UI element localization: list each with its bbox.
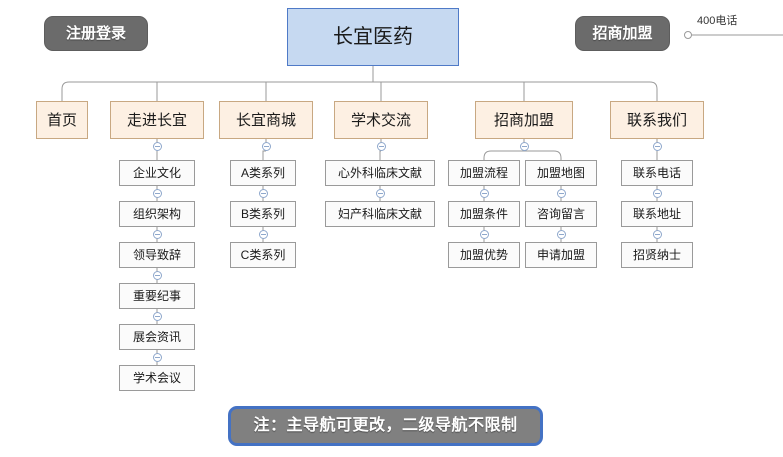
collapse-icon-sub[interactable]	[152, 312, 162, 321]
subnav-item[interactable]: 领导致辞	[119, 242, 195, 268]
root-node[interactable]: 长宜医药	[287, 8, 459, 66]
subnav-item[interactable]: B类系列	[230, 201, 296, 227]
subnav-item[interactable]: 加盟流程	[448, 160, 520, 186]
badge-franchise-badge[interactable]: 招商加盟	[575, 16, 670, 51]
subnav-item[interactable]: 加盟条件	[448, 201, 520, 227]
badge-register-login[interactable]: 注册登录	[44, 16, 148, 51]
collapse-icon-sub[interactable]	[652, 189, 662, 198]
subnav-item[interactable]: 妇产科临床文献	[325, 201, 435, 227]
subnav-item[interactable]: 心外科临床文献	[325, 160, 435, 186]
collapse-icon-sub[interactable]	[479, 230, 489, 239]
nav-contact[interactable]: 联系我们	[610, 101, 704, 139]
subnav-item[interactable]: A类系列	[230, 160, 296, 186]
collapse-icon-sub[interactable]	[258, 230, 268, 239]
nav-mall[interactable]: 长宜商城	[219, 101, 313, 139]
subnav-item[interactable]: 加盟优势	[448, 242, 520, 268]
collapse-icon-about[interactable]	[152, 141, 162, 151]
collapse-icon-sub[interactable]	[152, 230, 162, 239]
collapse-icon-sub[interactable]	[652, 230, 662, 239]
subnav-item[interactable]: 企业文化	[119, 160, 195, 186]
collapse-icon-sub[interactable]	[258, 189, 268, 198]
subnav-item[interactable]: 学术会议	[119, 365, 195, 391]
subnav-item[interactable]: 展会资讯	[119, 324, 195, 350]
collapse-icon-sub[interactable]	[152, 189, 162, 198]
subnav-item[interactable]: C类系列	[230, 242, 296, 268]
collapse-icon-sub[interactable]	[556, 230, 566, 239]
subnav-item[interactable]: 组织架构	[119, 201, 195, 227]
subnav-item[interactable]: 联系地址	[621, 201, 693, 227]
subnav-item[interactable]: 申请加盟	[525, 242, 597, 268]
collapse-icon-mall[interactable]	[261, 141, 271, 151]
nav-about[interactable]: 走进长宜	[110, 101, 204, 139]
subnav-item[interactable]: 加盟地图	[525, 160, 597, 186]
subnav-item[interactable]: 咨询留言	[525, 201, 597, 227]
collapse-icon-sub[interactable]	[556, 189, 566, 198]
collapse-icon-sub[interactable]	[152, 271, 162, 280]
nav-home[interactable]: 首页	[36, 101, 88, 139]
phone-label: 400电话	[697, 15, 738, 27]
collapse-icon-franchise[interactable]	[519, 141, 529, 151]
collapse-icon-sub[interactable]	[152, 353, 162, 362]
subnav-item[interactable]: 联系电话	[621, 160, 693, 186]
subnav-item[interactable]: 招贤纳士	[621, 242, 693, 268]
note-box: 注：主导航可更改，二级导航不限制	[228, 406, 543, 446]
collapse-icon-sub[interactable]	[479, 189, 489, 198]
collapse-icon-contact[interactable]	[652, 141, 662, 151]
collapse-icon-sub[interactable]	[375, 189, 385, 198]
subnav-item[interactable]: 重要纪事	[119, 283, 195, 309]
collapse-icon-academic[interactable]	[376, 141, 386, 151]
nav-academic[interactable]: 学术交流	[334, 101, 428, 139]
nav-franchise[interactable]: 招商加盟	[475, 101, 573, 139]
